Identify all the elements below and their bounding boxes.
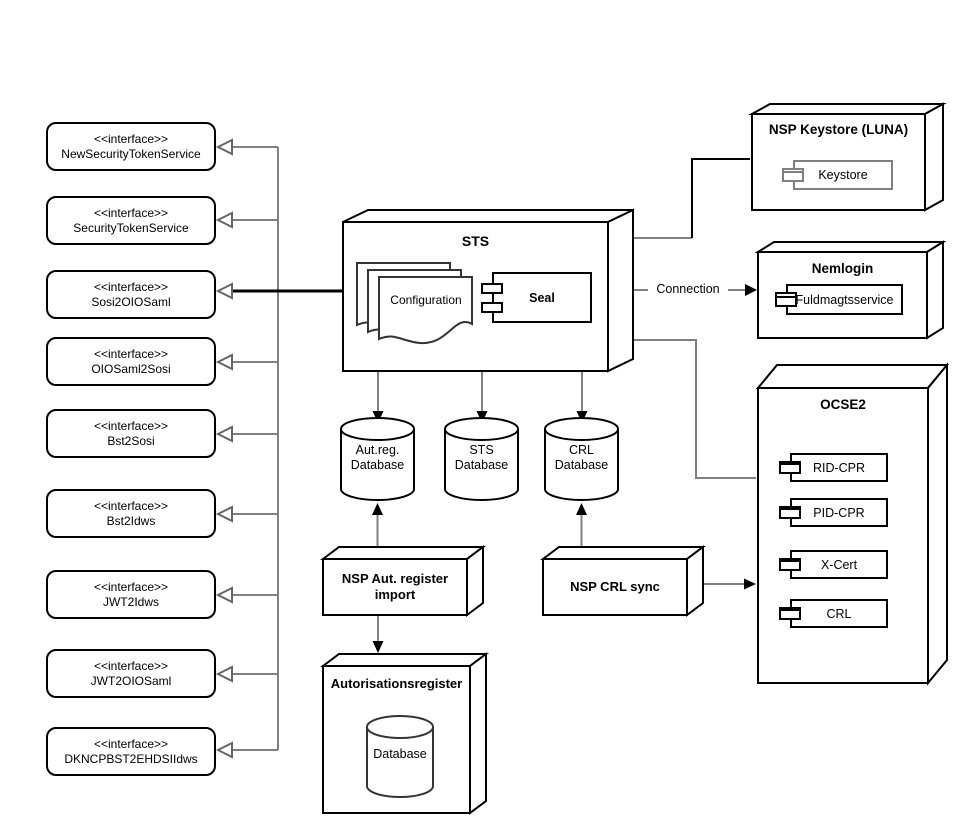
seal-component-label: Seal xyxy=(529,290,555,305)
component-port-icon xyxy=(779,609,801,620)
nsp-aut-register-import-title: NSP Aut. register import xyxy=(341,571,449,602)
nsp-keystore-node-title: NSP Keystore (LUNA) xyxy=(768,122,909,137)
sts-keystore-link xyxy=(633,158,750,239)
interface-stereotype: <<interface>> xyxy=(93,419,169,433)
interface-stereotype: <<interface>> xyxy=(93,659,169,673)
pid-cpr-component-label: PID-CPR xyxy=(813,505,865,520)
component-port-icon xyxy=(481,302,503,313)
autreg-database-label: Aut.reg. Database xyxy=(350,443,405,472)
component-port-icon xyxy=(481,283,503,294)
interface-name: JWT2OIOSaml xyxy=(90,673,172,688)
interface-box-sosi2oiosaml: <<interface>> Sosi2OIOSaml xyxy=(46,270,216,319)
rid-cpr-component-label: RID-CPR xyxy=(812,460,866,475)
interface-name: JWT2Idws xyxy=(102,594,159,609)
interface-name: OIOSaml2Sosi xyxy=(91,361,171,376)
interface-stereotype: <<interface>> xyxy=(93,737,169,751)
component-port-icon xyxy=(779,508,801,519)
interface-box-oiosaml2sosi: <<interface>> OIOSaml2Sosi xyxy=(46,337,216,386)
autorisationsregister-database-label: Database xyxy=(373,747,427,761)
interface-stereotype: <<interface>> xyxy=(93,347,169,361)
interface-stereotype: <<interface>> xyxy=(93,280,169,294)
interface-box-newsecuritytokenservice: <<interface>> NewSecurityTokenService xyxy=(46,122,216,171)
nemlogin-node-title: Nemlogin xyxy=(811,261,874,276)
interface-name: DKNCPBST2EHDSIIdws xyxy=(64,751,198,766)
sts-node-title: STS xyxy=(461,233,490,249)
component-port-icon xyxy=(775,296,797,307)
interface-box-dkncpbst2ehdsiidws: <<interface>> DKNCPBST2EHDSIIdws xyxy=(46,727,216,776)
configuration-label: Configuration xyxy=(390,293,462,307)
connection-link-label: Connection xyxy=(648,282,728,296)
interface-name: SecurityTokenService xyxy=(73,220,189,235)
nsp-keystore-node-shape xyxy=(748,102,947,212)
x-cert-component: X-Cert xyxy=(779,550,888,579)
component-port-icon xyxy=(782,171,804,182)
interface-box-jwt2idws: <<interface>> JWT2Idws xyxy=(46,570,216,619)
ocse2-node-shape xyxy=(755,362,950,686)
crl-database-label: CRL Database xyxy=(554,443,609,472)
component-port-icon xyxy=(779,560,801,571)
autreg-database-icon xyxy=(340,417,415,501)
sts-database-icon xyxy=(444,417,519,501)
component-port-icon xyxy=(779,463,801,474)
keystore-component: Keystore xyxy=(782,160,893,190)
autorisationsregister-node-title: Autorisationsregister xyxy=(330,676,463,691)
autorisationsregister-database-icon xyxy=(366,715,434,798)
interface-box-bst2idws: <<interface>> Bst2Idws xyxy=(46,489,216,538)
configuration-document-icon xyxy=(356,262,473,345)
keystore-component-label: Keystore xyxy=(818,168,868,182)
crl-component-label: CRL xyxy=(826,606,852,621)
seal-component: Seal xyxy=(481,272,592,323)
interface-stereotype: <<interface>> xyxy=(93,132,169,146)
nsp-crl-sync-title: NSP CRL sync xyxy=(570,579,660,594)
interface-name: Sosi2OIOSaml xyxy=(91,294,171,309)
interface-box-jwt2oiosaml: <<interface>> JWT2OIOSaml xyxy=(46,649,216,698)
sts-ocse2-link xyxy=(633,339,756,479)
crl-database-icon xyxy=(544,417,619,501)
interface-name: Bst2Sosi xyxy=(107,433,155,448)
nsp-crl-sync-node-shape xyxy=(540,545,706,617)
ocse2-node-title: OCSE2 xyxy=(820,397,866,412)
interface-realization-links xyxy=(232,146,279,751)
interface-box-bst2sosi: <<interface>> Bst2Sosi xyxy=(46,409,216,458)
sts-database-label: STS Database xyxy=(454,443,509,472)
fuldmagtsservice-component: Fuldmagtsservice xyxy=(775,284,903,315)
interface-name: NewSecurityTokenService xyxy=(61,146,201,161)
nsp-aut-register-import-node-shape xyxy=(320,545,486,617)
sts-database-links xyxy=(372,371,588,423)
interface-name: Bst2Idws xyxy=(106,513,156,528)
rid-cpr-component: RID-CPR xyxy=(779,453,888,482)
import-autorisationsregister-link xyxy=(372,615,384,653)
fuldmagtsservice-component-label: Fuldmagtsservice xyxy=(795,292,894,307)
pid-cpr-component: PID-CPR xyxy=(779,498,888,527)
crl-component: CRL xyxy=(779,599,888,628)
realization-arrowheads xyxy=(215,138,233,759)
interface-stereotype: <<interface>> xyxy=(93,206,169,220)
crlsync-ocse2-link xyxy=(703,578,756,590)
interface-stereotype: <<interface>> xyxy=(93,580,169,594)
x-cert-component-label: X-Cert xyxy=(820,557,858,572)
interface-stereotype: <<interface>> xyxy=(93,499,169,513)
interface-box-securitytokenservice: <<interface>> SecurityTokenService xyxy=(46,196,216,245)
